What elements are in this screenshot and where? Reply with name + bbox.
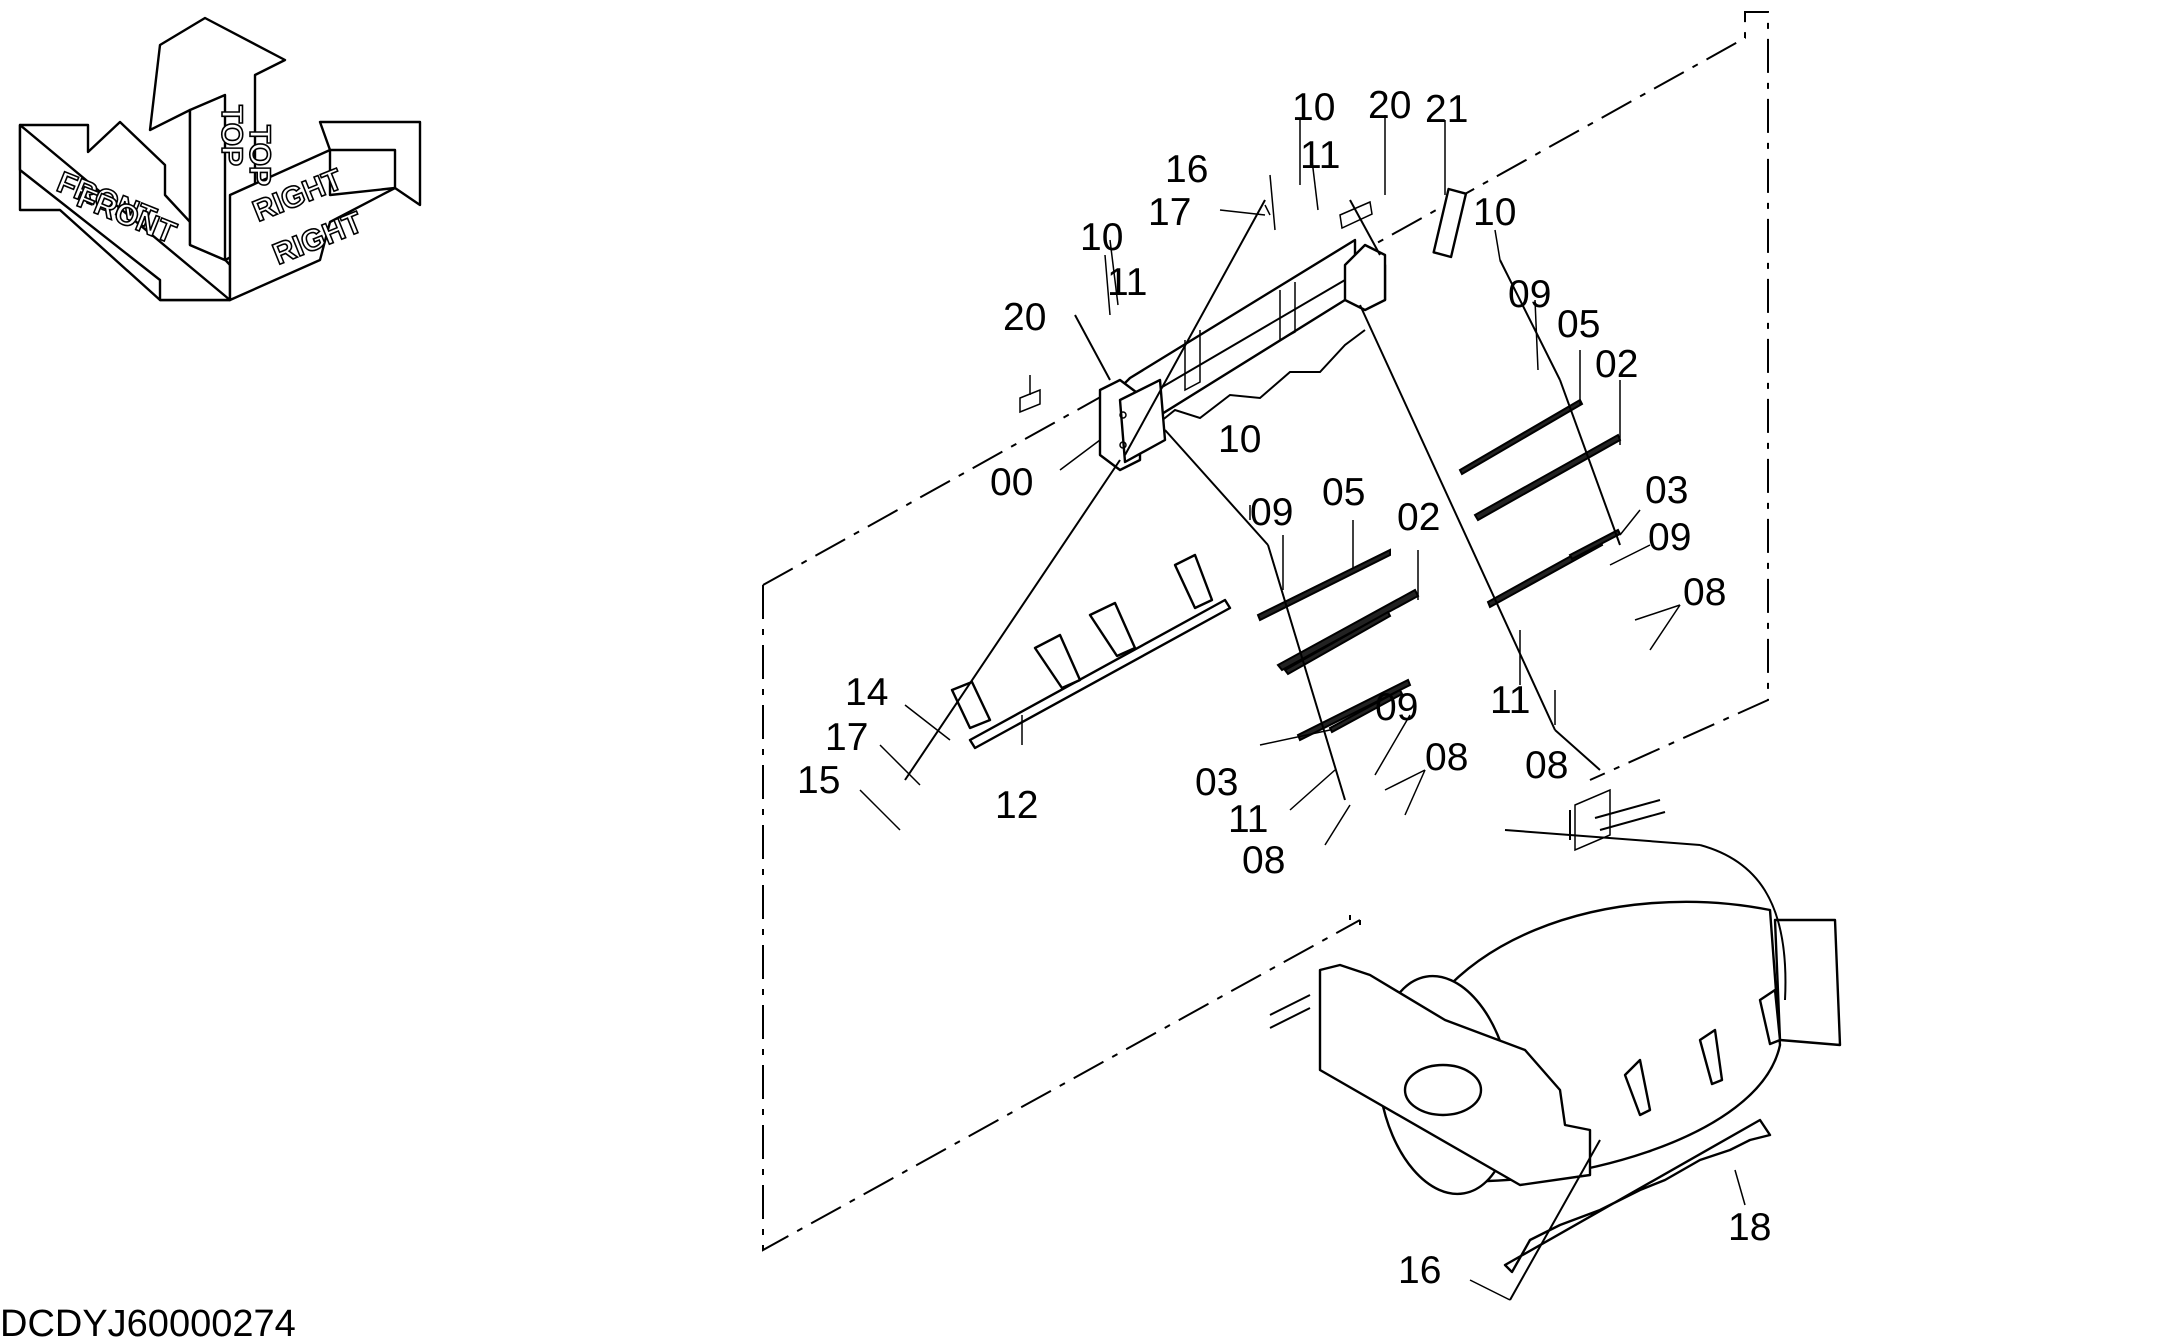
callout-02-a: 02: [1595, 343, 1638, 386]
callout-03-b: 03: [1195, 761, 1238, 804]
drawing-code: DCDYJ60000274: [0, 1303, 296, 1344]
callout-08-c: 08: [1425, 736, 1468, 779]
alignment-lines: [904, 199, 1621, 1301]
callout-11-b: 11: [1107, 261, 1148, 304]
callout-05-a: 05: [1557, 303, 1600, 346]
leader-lines: [859, 115, 1746, 1301]
callout-09-b: 09: [1250, 491, 1293, 534]
callout-10-b: 10: [1080, 216, 1123, 259]
callout-10-a: 10: [1292, 86, 1335, 129]
callout-02-b: 02: [1397, 496, 1440, 539]
callout-21: 21: [1425, 88, 1468, 131]
callout-11-a: 11: [1300, 134, 1341, 177]
callout-05-b: 05: [1322, 471, 1365, 514]
callout-03-a: 03: [1645, 469, 1688, 512]
callout-14: 14: [845, 671, 888, 714]
blade-set-left: [1256, 548, 1420, 742]
callout-00: 00: [990, 461, 1033, 504]
callout-labels: 10 20 21 11 16 17 10 11 20 00 10 09 05 0…: [797, 84, 1771, 1292]
callout-20-b: 20: [1003, 296, 1046, 339]
callout-11-c: 11: [1490, 679, 1531, 722]
callout-11-d: 11: [1228, 798, 1269, 841]
callout-08-a: 08: [1683, 571, 1726, 614]
orientation-top-label: TOP: [215, 105, 248, 166]
callout-08-b: 08: [1525, 744, 1568, 787]
tine-bar: [950, 553, 1232, 750]
callout-15: 15: [797, 759, 840, 802]
blade-set-right: [1458, 398, 1622, 609]
callout-17-b: 17: [825, 716, 868, 759]
callout-10-d: 10: [1218, 418, 1261, 461]
drum-assembly: [1269, 788, 1842, 1274]
callout-16-b: 16: [1398, 1249, 1441, 1292]
upper-frame: [1019, 187, 1468, 472]
callout-18: 18: [1728, 1206, 1771, 1249]
orientation-indicator: FRONT FRONT TOP TOP RIGHT RIGHT: [18, 16, 422, 302]
callout-09-d: 09: [1375, 686, 1418, 729]
callout-09-a: 09: [1508, 273, 1551, 316]
orientation-top-label-2: TOP: [243, 125, 276, 186]
callout-12: 12: [995, 784, 1038, 827]
callout-10-c: 10: [1473, 191, 1516, 234]
callout-08-d: 08: [1242, 839, 1285, 882]
callout-17-a: 17: [1148, 191, 1191, 234]
callout-09-c: 09: [1648, 516, 1691, 559]
callout-16-a: 16: [1165, 148, 1208, 191]
callout-20-a: 20: [1368, 84, 1411, 127]
